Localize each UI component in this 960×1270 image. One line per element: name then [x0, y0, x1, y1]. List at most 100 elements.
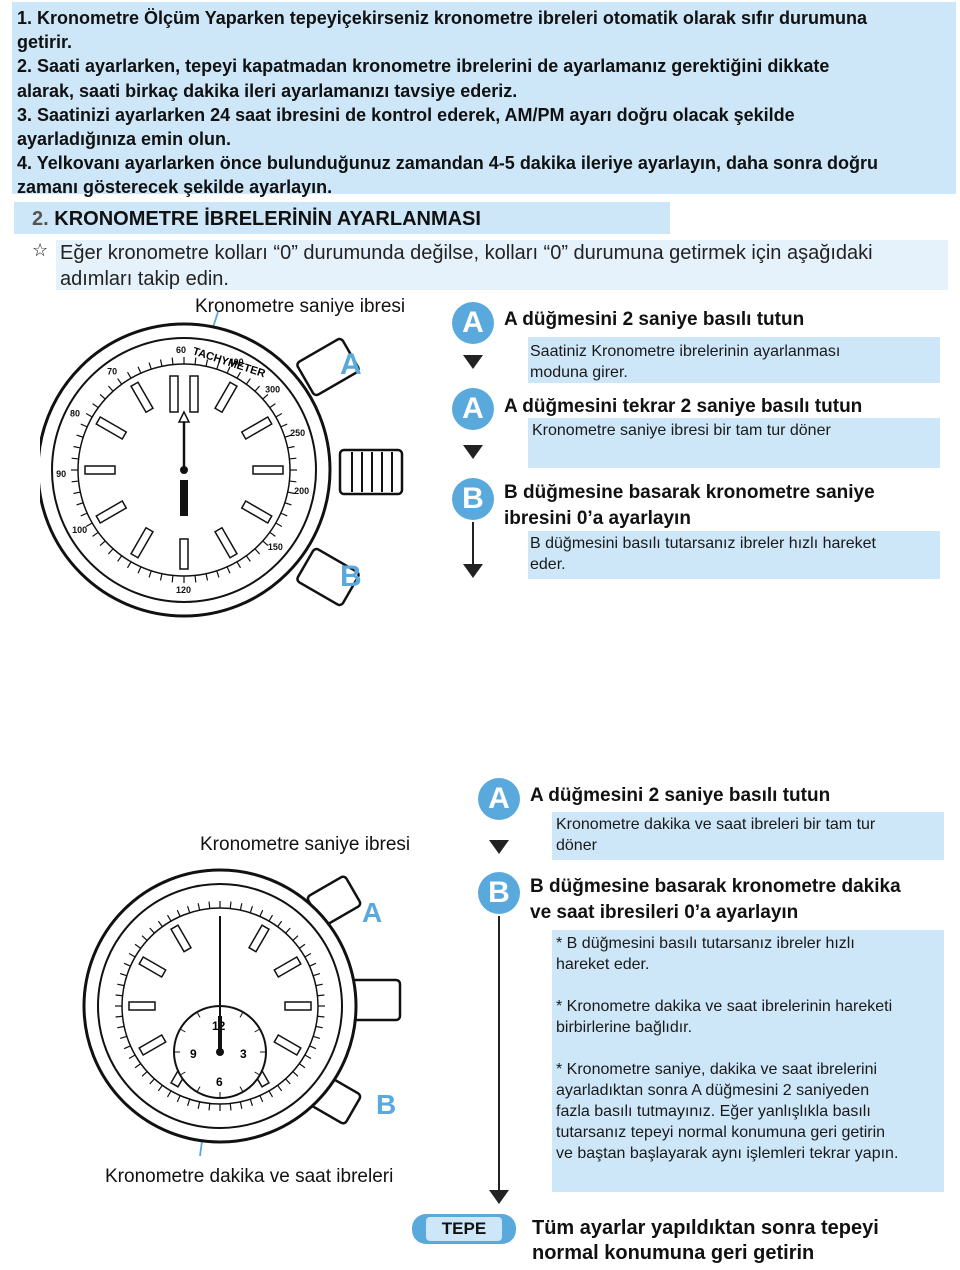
- button-a-label: A: [362, 897, 382, 928]
- bezel-number: 300: [265, 385, 280, 395]
- dial-tick: [149, 927, 155, 934]
- hour-index: [248, 924, 270, 953]
- section-intro: Eğer kronometre kolları “0” durumunda de…: [60, 240, 873, 292]
- step-note: Kronometre saniye ibresi bir tam tur dön…: [532, 422, 831, 439]
- dial-tick: [99, 393, 106, 400]
- intro-line: 1. Kronometre Ölçüm Yaparken tepeyiçekir…: [17, 8, 867, 28]
- dial-tick: [180, 1071, 186, 1075]
- section-heading-box: [14, 202, 670, 234]
- hour-index: [138, 1034, 167, 1056]
- button-b-label: B: [376, 1089, 396, 1120]
- dial-tick: [268, 1090, 274, 1098]
- dial-tick: [148, 362, 152, 370]
- dial-tick: [236, 561, 242, 569]
- dial-tick: [254, 385, 261, 392]
- intro-line: alarak, saati birkaç dakika ileri ayarla…: [17, 80, 518, 101]
- hour-index: [138, 956, 167, 978]
- bezel-number: 150: [268, 542, 283, 552]
- step-note: Saatiniz Kronometre ibrelerinin ayarlanm…: [530, 343, 841, 360]
- dial-tick: [92, 403, 99, 409]
- dial-tick: [166, 1090, 172, 1098]
- step-note: moduna girer.: [530, 364, 628, 381]
- bezel-number: 70: [107, 367, 117, 377]
- pusher-a: [296, 337, 360, 397]
- dial-tick: [315, 1025, 323, 1029]
- intro-text: 1. Kronometre Ölçüm Yaparken tepeyiçekir…: [17, 6, 957, 200]
- intro-box: [12, 2, 956, 194]
- dial-tick: [268, 914, 274, 922]
- dial-tick: [239, 1012, 243, 1018]
- hand-label: Kronometre saniye ibresi: [200, 834, 411, 855]
- dial-tick: [205, 359, 209, 367]
- dial-tick: [245, 378, 251, 385]
- dial-tick: [317, 994, 325, 997]
- step-note: * B düğmesini basılı tutarsanız ibreler …: [556, 935, 855, 952]
- step-note-box: * B düğmesini basılı tutarsanız ibreler …: [552, 930, 944, 1192]
- dial-tick: [92, 531, 99, 537]
- hour-index: [130, 526, 154, 559]
- dial-tick: [309, 1045, 317, 1050]
- dial-tick: [117, 378, 123, 385]
- dial-tick: [85, 522, 93, 528]
- hour-index: [273, 956, 302, 978]
- intro-line: ayarladığınıza emin olun.: [17, 129, 232, 150]
- arrow-down-icon: [463, 445, 483, 459]
- dial-tick: [216, 362, 220, 370]
- dial-tick: [141, 1071, 148, 1077]
- dial-tick: [194, 575, 197, 583]
- dial-tick: [259, 909, 264, 917]
- step-note: birbirlerine bağlıdır.: [556, 1019, 693, 1036]
- dial-tick: [313, 972, 321, 977]
- dial-tick: [239, 1086, 243, 1092]
- dial-tick: [280, 423, 288, 428]
- step-title: B düğmesine basarak kronometre saniye ib…: [504, 480, 875, 532]
- dial-tick: [126, 371, 132, 379]
- dial-tick: [186, 905, 191, 913]
- dial-tick: [197, 903, 201, 911]
- dial-tick: [71, 457, 79, 460]
- dial-tick: [208, 901, 211, 909]
- dial-tick: [208, 1103, 211, 1111]
- step-note-box: Saatiniz Kronometre ibrelerinin ayarlanm…: [528, 337, 940, 383]
- arrow-down-icon: [463, 564, 483, 578]
- dial-tick: [197, 1086, 201, 1092]
- dial-tick: [284, 434, 292, 438]
- arrow-down-icon: [489, 840, 509, 854]
- flow-line: [498, 916, 500, 1192]
- step-note: * Kronometre dakika ve saat ibrelerinin …: [556, 998, 893, 1015]
- hour-index: [95, 416, 128, 440]
- dial-tick: [171, 575, 174, 583]
- dial-tick: [280, 512, 288, 517]
- dial-tick: [194, 357, 197, 365]
- step-title: B düğmesine basarak kronometre dakika ve…: [530, 874, 901, 926]
- dial-tick: [245, 555, 251, 562]
- step-note: tutarsanız tepeyi normal konumuna geri g…: [556, 1124, 886, 1141]
- dial-tick: [71, 480, 79, 483]
- dial-tick: [126, 561, 132, 569]
- arrow-down-icon: [489, 1190, 509, 1204]
- section-heading: 2. KRONOMETRE İBRELERİNİN AYARLANMASI: [32, 206, 481, 232]
- dial-tick: [229, 1103, 232, 1111]
- dial-tick: [137, 566, 142, 574]
- dial-tick: [249, 905, 254, 913]
- bezel-number: 200: [294, 486, 309, 496]
- dial-tick: [304, 952, 312, 958]
- dial-tick: [180, 1029, 186, 1033]
- svg-text:A: A: [340, 348, 362, 381]
- section-intro-line: adımları takip edin.: [60, 268, 229, 290]
- hand-label: Kronometre dakika ve saat ibreleri: [105, 1166, 394, 1187]
- dial-tick: [277, 1084, 283, 1092]
- dial-tick: [80, 512, 88, 517]
- hand-label: Kronometre saniye ibresi: [195, 296, 406, 317]
- dial-tick: [123, 962, 131, 967]
- step-note: eder.: [530, 556, 566, 573]
- dial-tick: [285, 1078, 291, 1085]
- dial-tick: [254, 1071, 260, 1075]
- dial-tick: [141, 935, 148, 941]
- dial-tick: [149, 1078, 155, 1085]
- hour-index: [179, 538, 189, 570]
- hour-index: [284, 1001, 312, 1011]
- step-note: ayarladıktan sonra A düğmesini 2 saniyed…: [556, 1082, 870, 1099]
- b-button-icon: B: [478, 872, 520, 914]
- dial-tick: [239, 1101, 243, 1109]
